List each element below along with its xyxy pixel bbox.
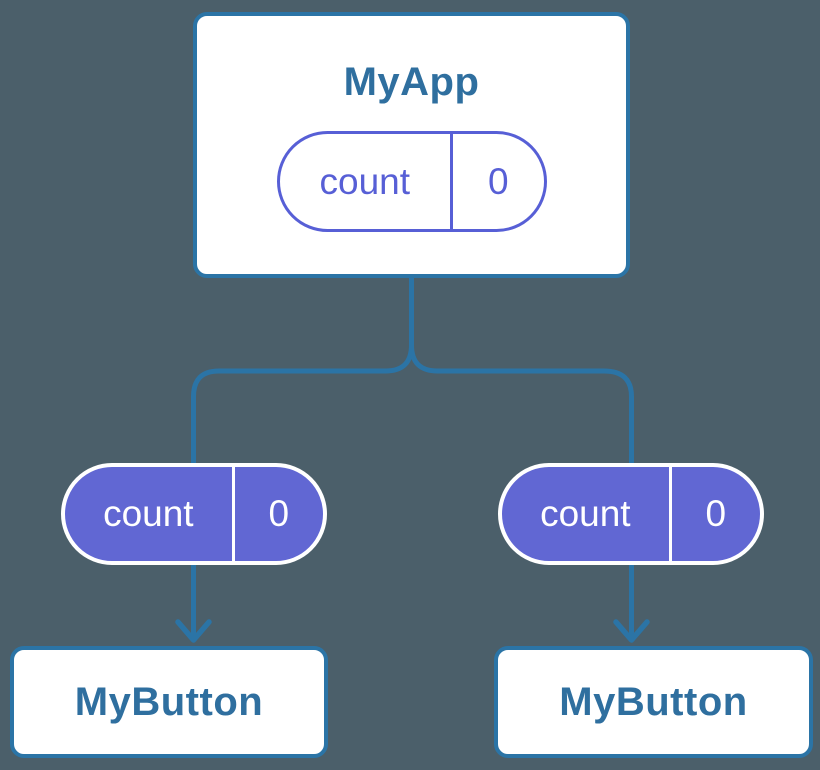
child-right-component-card: MyButton <box>494 646 813 758</box>
arrow-left-head-icon <box>175 619 212 643</box>
state-value: 0 <box>450 134 543 229</box>
prop-name: count <box>103 493 194 534</box>
prop-name: count <box>540 493 631 534</box>
root-component-title: MyApp <box>343 60 480 104</box>
child-left-prop-pill: count 0 <box>61 463 327 565</box>
root-state-pill: count 0 <box>276 131 547 232</box>
arrow-right-head-icon <box>613 619 650 643</box>
state-name: count <box>319 160 411 202</box>
child-left-component-title: MyButton <box>74 680 264 724</box>
branch-right-line <box>409 278 634 470</box>
prop-value: 0 <box>231 467 323 561</box>
prop-value: 0 <box>668 467 760 561</box>
child-left-component-card: MyButton <box>10 646 328 758</box>
child-right-prop-pill: count 0 <box>498 463 764 565</box>
child-right-component-title: MyButton <box>559 680 748 724</box>
branch-left-line <box>191 278 414 470</box>
root-component-card: MyApp count 0 <box>193 12 630 278</box>
